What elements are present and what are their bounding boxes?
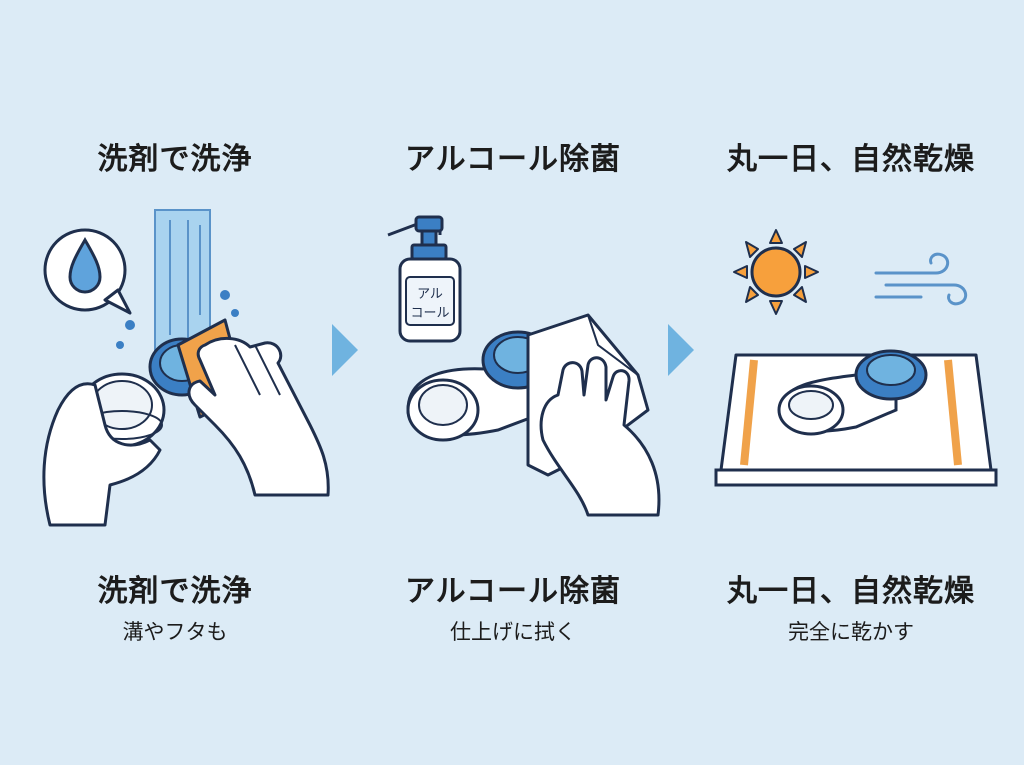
step-title: 洗剤で洗浄 [97, 142, 253, 177]
next-arrow-icon [668, 324, 694, 376]
wash-illustration [42, 209, 330, 527]
water-stream-icon [154, 209, 211, 351]
caption-subtitle: 完全に乾かす [788, 620, 914, 644]
alcohol-illustration: アル コール [387, 215, 661, 517]
alcohol-bottle-icon [387, 215, 462, 343]
detergent-drop-icon [43, 228, 132, 315]
next-arrow-icon [332, 324, 358, 376]
caption-title: 洗剤で洗浄 [97, 574, 253, 609]
bottle-label-line2: コール [410, 306, 449, 321]
sun-icon [733, 229, 819, 315]
lens-case-icon [777, 349, 928, 436]
hand-icon [539, 356, 661, 517]
right-hand-icon [187, 337, 330, 497]
step-alcohol: アルコール除菌 アル コール アルコール除菌 仕 [348, 0, 678, 765]
wind-icon [874, 252, 968, 306]
caption-subtitle: 溝やフタも [122, 620, 228, 644]
left-hand-icon [42, 372, 166, 527]
step-dry: 丸一日、自然乾燥 [686, 0, 1016, 765]
step-title: アルコール除菌 [404, 142, 622, 177]
step-title: 丸一日、自然乾燥 [727, 142, 975, 177]
step-wash: 洗剤で洗浄 [10, 0, 340, 765]
caption-subtitle: 仕上げに拭く [450, 620, 576, 644]
caption-title: 丸一日、自然乾燥 [727, 574, 975, 609]
dry-illustration [714, 229, 998, 487]
caption-title: アルコール除菌 [404, 574, 622, 609]
bottle-label-line1: アル [417, 287, 443, 302]
